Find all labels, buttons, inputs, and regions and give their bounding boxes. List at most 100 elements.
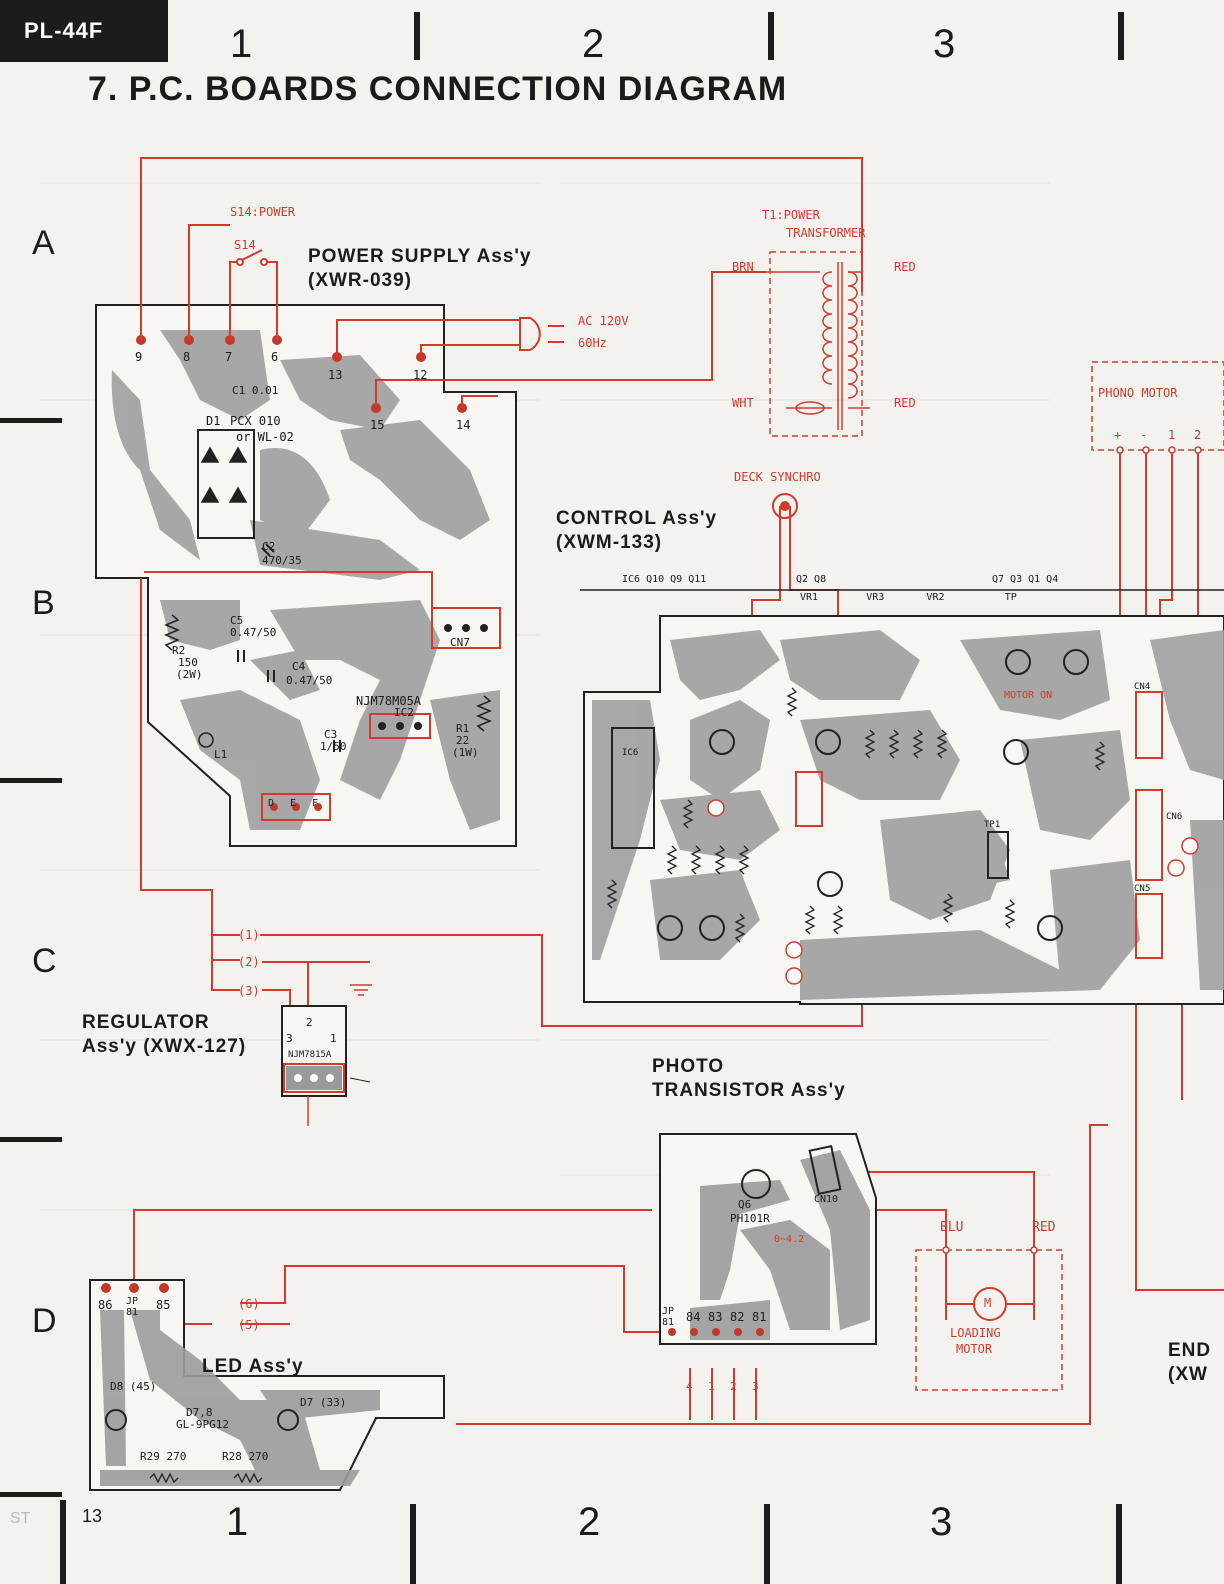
cn6-label: CN6 bbox=[1166, 812, 1183, 822]
phono-motor-box bbox=[1091, 361, 1224, 451]
photo-title-2: TRANSISTOR Ass'y bbox=[652, 1080, 846, 1101]
wl-label: or WL-02 bbox=[236, 430, 294, 444]
control-vr-labels: VR1 VR3 VR2 TP bbox=[800, 592, 1017, 603]
c3-label: C3 bbox=[324, 728, 338, 741]
c2-value: 470/35 bbox=[262, 554, 302, 567]
s14-label: S14 bbox=[234, 238, 256, 252]
wire-red-2: RED bbox=[894, 396, 916, 410]
led-board bbox=[89, 1279, 445, 1491]
c5-value: 0.47/50 bbox=[230, 626, 277, 639]
r28-label: R28 270 bbox=[222, 1450, 269, 1463]
wire-6: (6) bbox=[238, 1297, 260, 1311]
led-pin-85: 85 bbox=[156, 1298, 171, 1312]
control-top-labels-2: Q2 Q8 bbox=[796, 574, 827, 585]
transformer bbox=[766, 251, 870, 437]
control-partno: (XWM-133) bbox=[556, 532, 663, 553]
pin-d: D bbox=[268, 798, 275, 809]
control-board bbox=[580, 589, 1224, 1005]
pin-14: 14 bbox=[456, 418, 471, 432]
pin-8: 8 bbox=[183, 350, 191, 364]
page-title: 7. P.C. BOARDS CONNECTION DIAGRAM bbox=[88, 70, 788, 108]
d78-label: D7,8 bbox=[186, 1406, 213, 1419]
column-1-bottom: 1 bbox=[226, 1500, 249, 1544]
q6-label: Q6 bbox=[738, 1198, 752, 1211]
pin-15: 15 bbox=[370, 418, 385, 432]
photo-transistor-board bbox=[659, 1133, 877, 1345]
d7-label: D7 (33) bbox=[300, 1396, 347, 1409]
c2-label: C2 bbox=[262, 540, 276, 553]
transformer-label-1: T1:POWER bbox=[762, 208, 820, 222]
row-d-label: D bbox=[32, 1302, 57, 1340]
deck-synchro-label: DECK SYNCHRO bbox=[734, 470, 821, 484]
motor-m-label: M bbox=[984, 1296, 992, 1310]
control-title: CONTROL Ass'y bbox=[556, 508, 718, 529]
c4-label: C4 bbox=[292, 660, 306, 673]
r1-label: R1 bbox=[456, 722, 470, 735]
photo-pin-83: 83 bbox=[708, 1310, 723, 1324]
row-c-label: C bbox=[32, 942, 57, 980]
end-title: END bbox=[1168, 1340, 1212, 1361]
gl9-label: GL-9PG12 bbox=[176, 1418, 229, 1431]
phono-pin-minus: - bbox=[1140, 428, 1148, 442]
transformer-label-2: TRANSFORMER bbox=[786, 226, 866, 240]
r29-label: R29 270 bbox=[140, 1450, 187, 1463]
c1-label: C1 0.01 bbox=[232, 384, 279, 397]
cn4-label: CN4 bbox=[1134, 682, 1151, 692]
wire-red-3: RED bbox=[1032, 1220, 1056, 1235]
photo-title: PHOTO bbox=[652, 1056, 725, 1077]
photo-wire-3: 3 bbox=[752, 1380, 759, 1393]
pin-6: 6 bbox=[271, 350, 279, 364]
s14-power-label: S14:POWER bbox=[230, 205, 296, 219]
c4-value: 0.47/50 bbox=[286, 674, 333, 687]
control-top-labels-3: Q7 Q3 Q1 Q4 bbox=[992, 574, 1059, 585]
power-supply-partno: (XWR-039) bbox=[308, 270, 413, 291]
wire-5: (5) bbox=[238, 1318, 260, 1332]
wire-1: (1) bbox=[238, 928, 260, 942]
column-divider bbox=[414, 12, 420, 60]
phono-motor-label: PHONO MOTOR bbox=[1098, 386, 1178, 400]
led-title: LED Ass'y bbox=[202, 1356, 304, 1377]
cn7-label: CN7 bbox=[450, 636, 470, 649]
loading-motor-box bbox=[915, 1249, 1063, 1391]
wire-brn: BRN bbox=[732, 260, 754, 274]
r1-value: 22 bbox=[456, 734, 470, 747]
cn10-label: CN10 bbox=[814, 1194, 839, 1205]
footer-left-text: ST bbox=[10, 1510, 31, 1527]
phono-pin-1: 1 bbox=[1168, 428, 1176, 442]
r2-value: 150 bbox=[178, 656, 198, 669]
l1-label: L1 bbox=[214, 748, 228, 761]
motor-on-label: MOTOR ON bbox=[1004, 690, 1053, 701]
reg-pin-1: 1 bbox=[330, 1032, 337, 1045]
led-pin-jp81: JP 81 bbox=[126, 1296, 139, 1318]
model-badge: PL-44F bbox=[0, 0, 168, 62]
column-2-bottom: 2 bbox=[578, 1500, 601, 1544]
pin-13: 13 bbox=[328, 368, 343, 382]
column-1-top: 1 bbox=[230, 22, 253, 66]
wire-blu: BLU bbox=[940, 1220, 964, 1235]
c5-label: C5 bbox=[230, 614, 244, 627]
control-top-labels-1: IC6 Q10 Q9 Q11 bbox=[622, 574, 707, 585]
photo-wire-1: 1 bbox=[708, 1380, 715, 1393]
ac-frequency: 60Hz bbox=[578, 336, 607, 350]
pin-9: 9 bbox=[135, 350, 143, 364]
photo-wire-4: 4 bbox=[686, 1380, 693, 1393]
ic2-label: IC2 bbox=[394, 706, 414, 719]
pcx-label: PCX 010 bbox=[230, 414, 281, 428]
pin-12: 12 bbox=[413, 368, 428, 382]
end-partno: (XW bbox=[1168, 1364, 1208, 1385]
ac-plug bbox=[519, 317, 564, 351]
voltage-042: 0~4.2 bbox=[774, 1234, 805, 1245]
ac-voltage: AC 120V bbox=[578, 314, 629, 328]
wire-3: (3) bbox=[238, 984, 260, 998]
power-supply-title: POWER SUPPLY Ass'y bbox=[308, 246, 532, 267]
regulator-title: REGULATOR bbox=[82, 1012, 210, 1033]
row-divider bbox=[0, 1137, 62, 1142]
s14-switch bbox=[236, 249, 268, 266]
photo-pin-82: 82 bbox=[730, 1310, 745, 1324]
regulator-partno: Ass'y (XWX-127) bbox=[82, 1036, 247, 1057]
photo-pin-84: 84 bbox=[686, 1310, 701, 1324]
d8-label: D8 (45) bbox=[110, 1380, 157, 1393]
loading-motor-label-2: MOTOR bbox=[956, 1342, 993, 1356]
led-pin-86: 86 bbox=[98, 1298, 113, 1312]
